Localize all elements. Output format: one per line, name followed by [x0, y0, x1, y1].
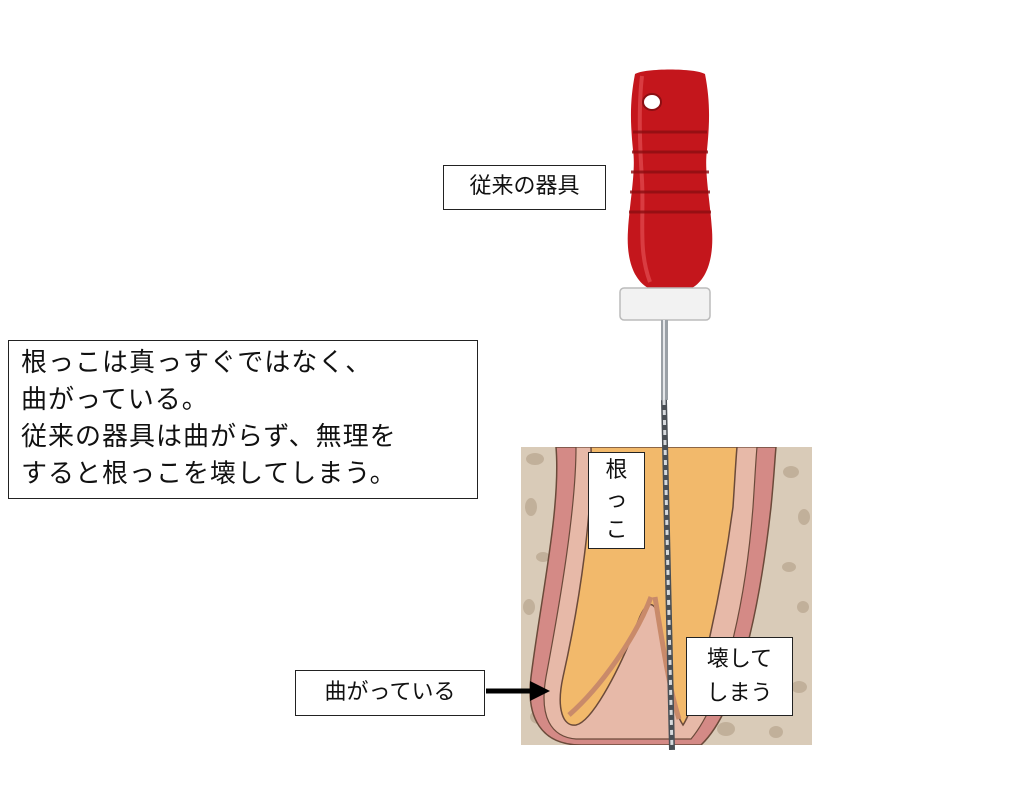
- handle-grooves: [629, 130, 711, 214]
- break-label: 壊して しまう: [686, 637, 793, 716]
- note-line-4: すると根っこを壊してしまう。: [21, 459, 397, 489]
- twisted-blade: [661, 399, 675, 751]
- root-label-line-1: 根: [605, 458, 628, 483]
- explanation-note: 根っこは真っすぐではなく、 曲がっている。 従来の器具は曲がらず、無理を すると…: [8, 340, 478, 499]
- root-label-line-3: こ: [605, 518, 628, 543]
- handle-red: [627, 69, 713, 288]
- note-line-1: 根っこは真っすぐではなく、: [21, 348, 373, 378]
- arrow-icon: [486, 681, 550, 701]
- bend-label: 曲がっている: [295, 670, 485, 716]
- note-line-2: 曲がっている。: [21, 385, 209, 415]
- root-label-line-2: っ: [605, 488, 628, 513]
- curved-canal: [567, 596, 654, 717]
- file-svg: [619, 69, 713, 751]
- note-line-3: 従来の器具は曲がらず、無理を: [21, 422, 397, 452]
- straight-canal: [652, 596, 682, 720]
- root-label: 根 っ こ: [588, 452, 645, 549]
- break-label-line-1: 壊して: [706, 647, 773, 672]
- handle-hole: [642, 93, 662, 111]
- endodontic-file: [600, 60, 730, 751]
- tool-label: 従来の器具: [443, 165, 606, 210]
- tool-label-text: 従来の器具: [469, 174, 580, 199]
- stopper: [619, 287, 711, 321]
- bend-label-text: 曲がっている: [324, 680, 456, 705]
- break-label-line-2: しまう: [706, 681, 773, 706]
